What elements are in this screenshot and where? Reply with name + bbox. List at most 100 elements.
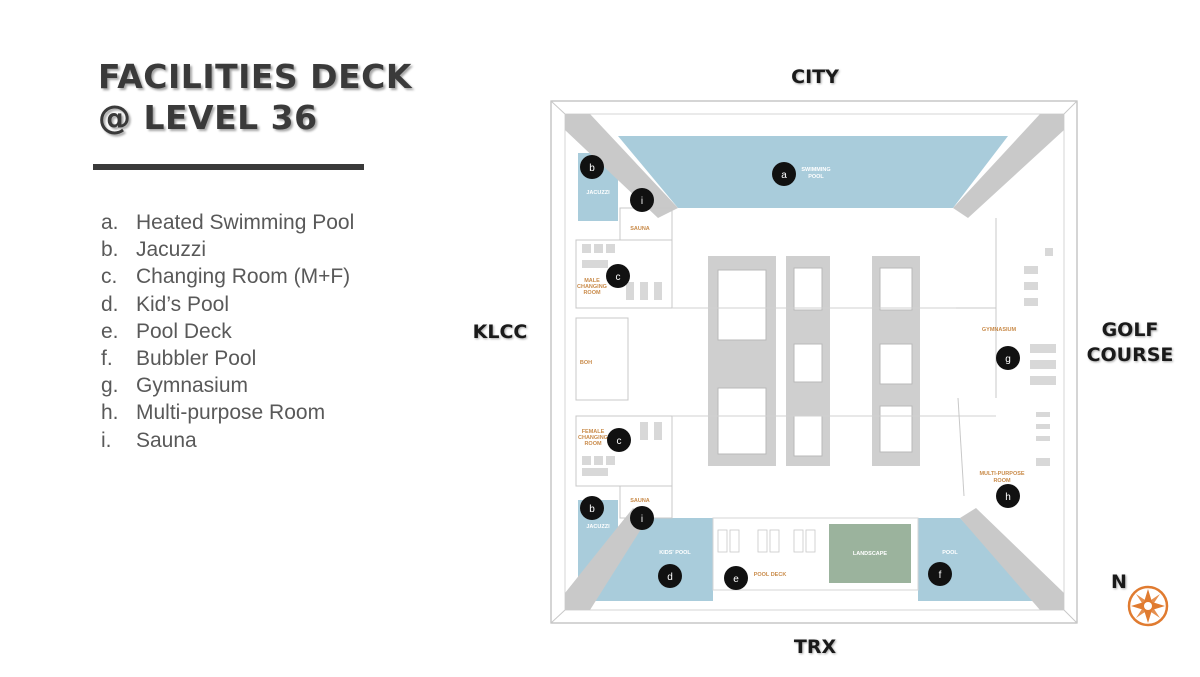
label-multipurpose-2: ROOM [993,478,1011,484]
marker-c-bottom: c [607,428,631,452]
marker-f: f [928,562,952,586]
marker-i-top-dot [630,188,654,212]
legend-key: h. [101,401,119,425]
changing-rooms-block [575,207,673,519]
marker-a-label: a [781,170,787,181]
marker-g-label: g [1005,354,1011,365]
stair-2 [717,387,767,455]
marker-f-dot [928,562,952,586]
direction-trx: TRX [793,636,837,658]
marker-e-dot [724,566,748,590]
marker-i-bottom: i [630,506,654,530]
markers: a b b c c d e f g h i i [580,155,1020,590]
floor-plan: SWIMMING POOL JACUZZI JACUZZI SAUNA SAUN… [550,100,1078,624]
gym-machine [1024,298,1038,306]
label-male-changing-2: CHANGING [577,284,607,290]
label-multipurpose: MULTI-PURPOSE [979,471,1024,477]
direction-golf-course: GOLF COURSE [1080,318,1180,368]
label-swimming-pool-2: POOL [808,174,824,180]
room-labels: SWIMMING POOL JACUZZI JACUZZI SAUNA SAUN… [577,167,1025,578]
lift-shaft [793,343,823,383]
wall [957,397,965,497]
label-swimming-pool: SWIMMING [801,167,830,173]
marker-i-bottom-dot [630,506,654,530]
marker-g-dot [996,346,1020,370]
legend-label: Heated Swimming Pool [136,211,355,234]
marker-b-bottom: b [580,496,604,520]
marker-f-label: f [939,570,942,581]
marker-c-top: c [606,264,630,288]
corner-column-sw [565,508,648,610]
label-female-changing-3: ROOM [584,441,602,447]
weights [1036,436,1050,441]
legend-item: e.Pool Deck [101,318,354,345]
loungers [717,529,816,553]
marker-h: h [996,484,1020,508]
legend-key: i. [101,428,112,452]
corner-column-ne [953,114,1064,218]
label-sauna-bottom: SAUNA [630,498,650,504]
title-line-2: @ LEVEL 36 [98,98,318,137]
lift-shaft [879,343,913,385]
lift-shaft [879,405,913,453]
legend-label: Changing Room (M+F) [136,265,351,289]
marker-c-bottom-dot [607,428,631,452]
marker-g: g [996,346,1020,370]
stair-1 [717,269,767,341]
marker-i-bottom-label: i [641,514,643,525]
label-jacuzzi-bottom: JACUZZI [586,524,610,530]
compass-icon [1127,585,1169,627]
legend-item: b.Jacuzzi [101,236,354,263]
label-boh: BOH [580,360,592,366]
marker-a: a [772,162,796,186]
page-title: FACILITIES DECK @ LEVEL 36 [98,56,412,138]
marker-b-bottom-dot [580,496,604,520]
legend-item: i.Sauna [101,427,354,454]
direction-klcc: KLCC [472,321,528,343]
marker-d-dot [658,564,682,588]
label-male-changing: MALE [584,278,600,284]
fixture [606,456,615,465]
lounger [717,529,728,553]
legend-label: Pool Deck [136,319,232,343]
marker-i-top: i [630,188,654,212]
gym-block [956,218,997,497]
facility-legend: a.Heated Swimming Pool b.Jacuzzi c.Chang… [101,209,354,454]
fixture [582,456,591,465]
fixture [582,244,591,253]
marker-b-top-dot [580,155,604,179]
treadmill [1030,360,1056,369]
legend-item: c. Changing Room (M+F) [101,263,354,290]
legend-item: f.Bubbler Pool [101,345,354,372]
lounger [769,529,780,553]
marker-c-top-label: c [616,272,621,283]
label-kids-pool: KIDS' POOL [659,550,691,556]
gym-equipment [1024,248,1056,466]
fixture [626,282,634,300]
label-female-changing: FEMALE [582,429,605,435]
building-core [708,256,920,466]
fixture [594,456,603,465]
legend-label: Multi-purpose Room [136,401,326,425]
lift-shaft [879,267,913,311]
marker-b-top-label: b [589,163,595,174]
gym-machine [1045,248,1053,256]
legend-key: f. [101,346,113,370]
legend-key: b. [101,238,119,262]
lounger [793,529,804,553]
terrace-edge [564,113,1065,611]
marker-i-top-label: i [641,196,643,207]
compass-center [1144,602,1152,610]
lounger [805,529,816,553]
label-jacuzzi-top: JACUZZI [586,190,610,196]
marker-e-label: e [733,574,739,585]
label-landscape: LANDSCAPE [853,551,888,557]
legend-key: c. [101,265,118,289]
lounger [729,529,740,553]
treadmill [1030,376,1056,385]
gym-machine [1024,282,1038,290]
fixture [640,422,648,440]
title-underline [93,164,364,170]
fixture [594,244,603,253]
legend-label: Kid’s Pool [136,292,230,316]
